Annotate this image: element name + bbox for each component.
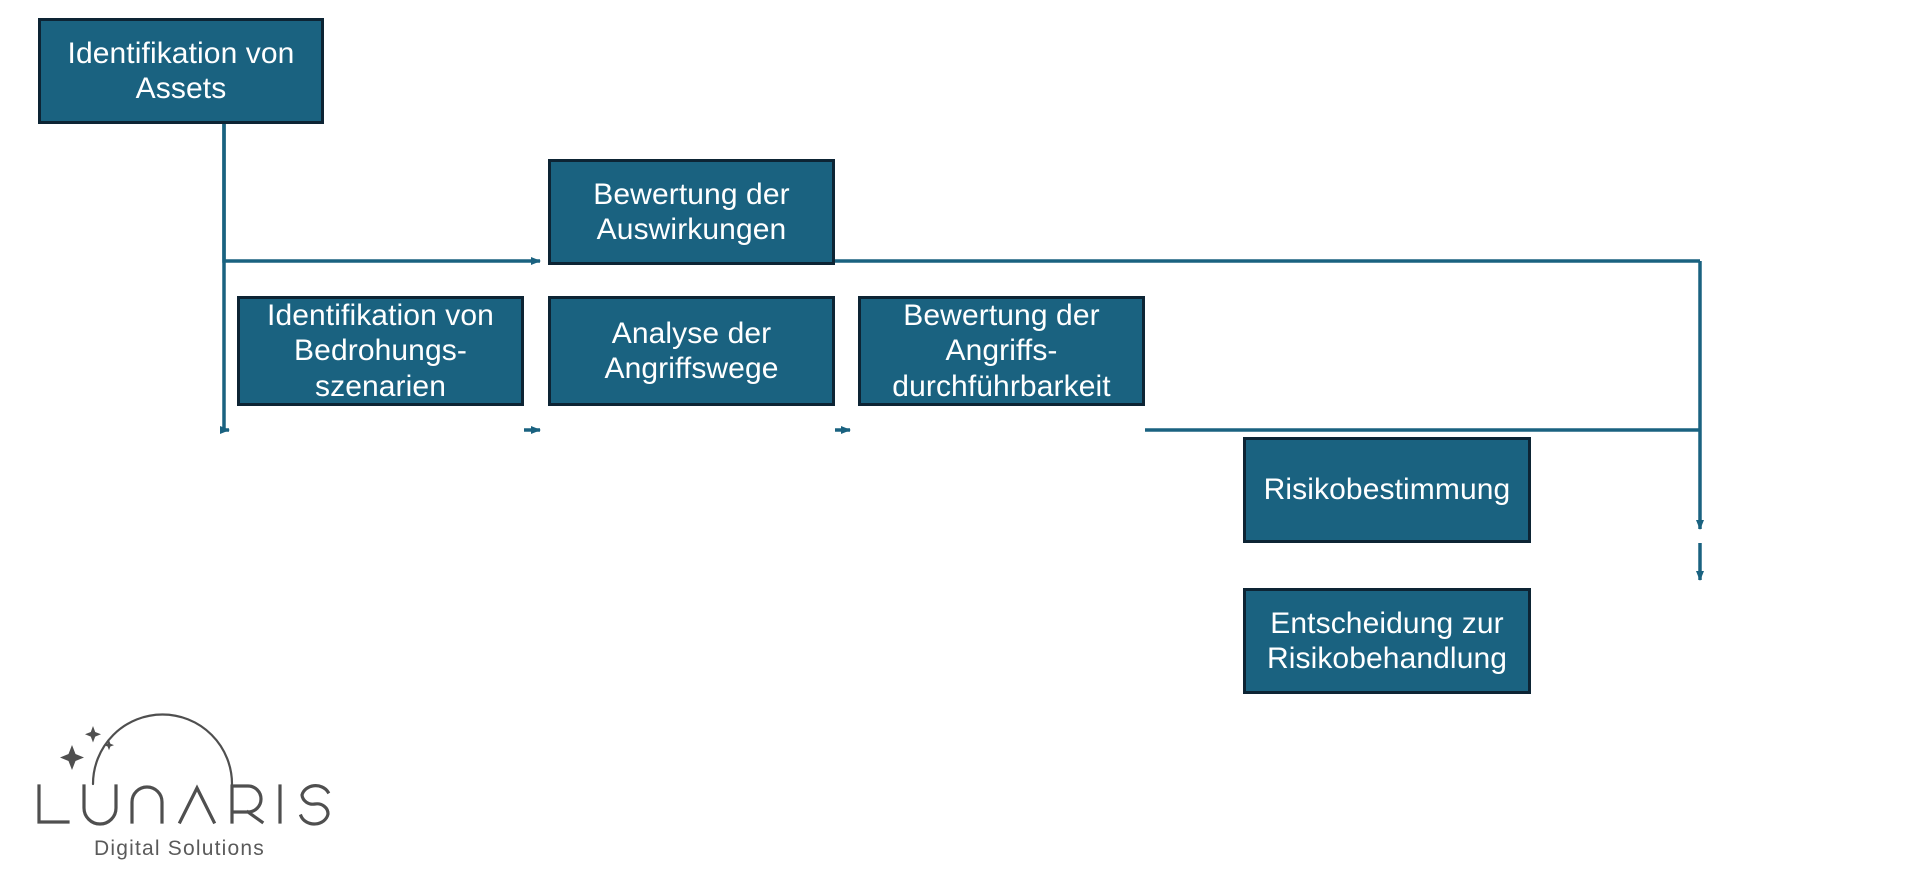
node-entscheidung-zur-risikobehandlung[interactable]: Entscheidung zur Risikobehandlung	[1243, 588, 1531, 694]
logo-sparkle-medium-icon	[85, 726, 101, 743]
edge-assets-to-auswirkungen	[222, 124, 541, 265]
logo-sparkle-large-icon	[60, 745, 84, 770]
edge-assets-to-bedrohungen	[220, 124, 230, 434]
logo-sparkle-small-icon	[104, 740, 114, 751]
node-identifikation-von-bedrohungsszenarien[interactable]: Identifikation von Bedrohungs- szenarien	[237, 296, 524, 406]
lunaris-logo: Digital Solutions	[36, 712, 336, 862]
node-analyse-der-angriffswege[interactable]: Analyse der Angriffswege	[548, 296, 835, 406]
logo-arc-icon	[91, 713, 234, 786]
node-bewertung-der-angriffsdurchfuehrbarkeit[interactable]: Bewertung der Angriffs- durchführbarkeit	[858, 296, 1145, 406]
logo-tagline: Digital Solutions	[94, 837, 265, 860]
node-risikobestimmung[interactable]: Risikobestimmung	[1243, 437, 1531, 543]
node-identifikation-von-assets[interactable]: Identifikation von Assets	[38, 18, 324, 124]
logo-wordmark	[37, 784, 331, 826]
node-bewertung-der-auswirkungen[interactable]: Bewertung der Auswirkungen	[548, 159, 835, 265]
